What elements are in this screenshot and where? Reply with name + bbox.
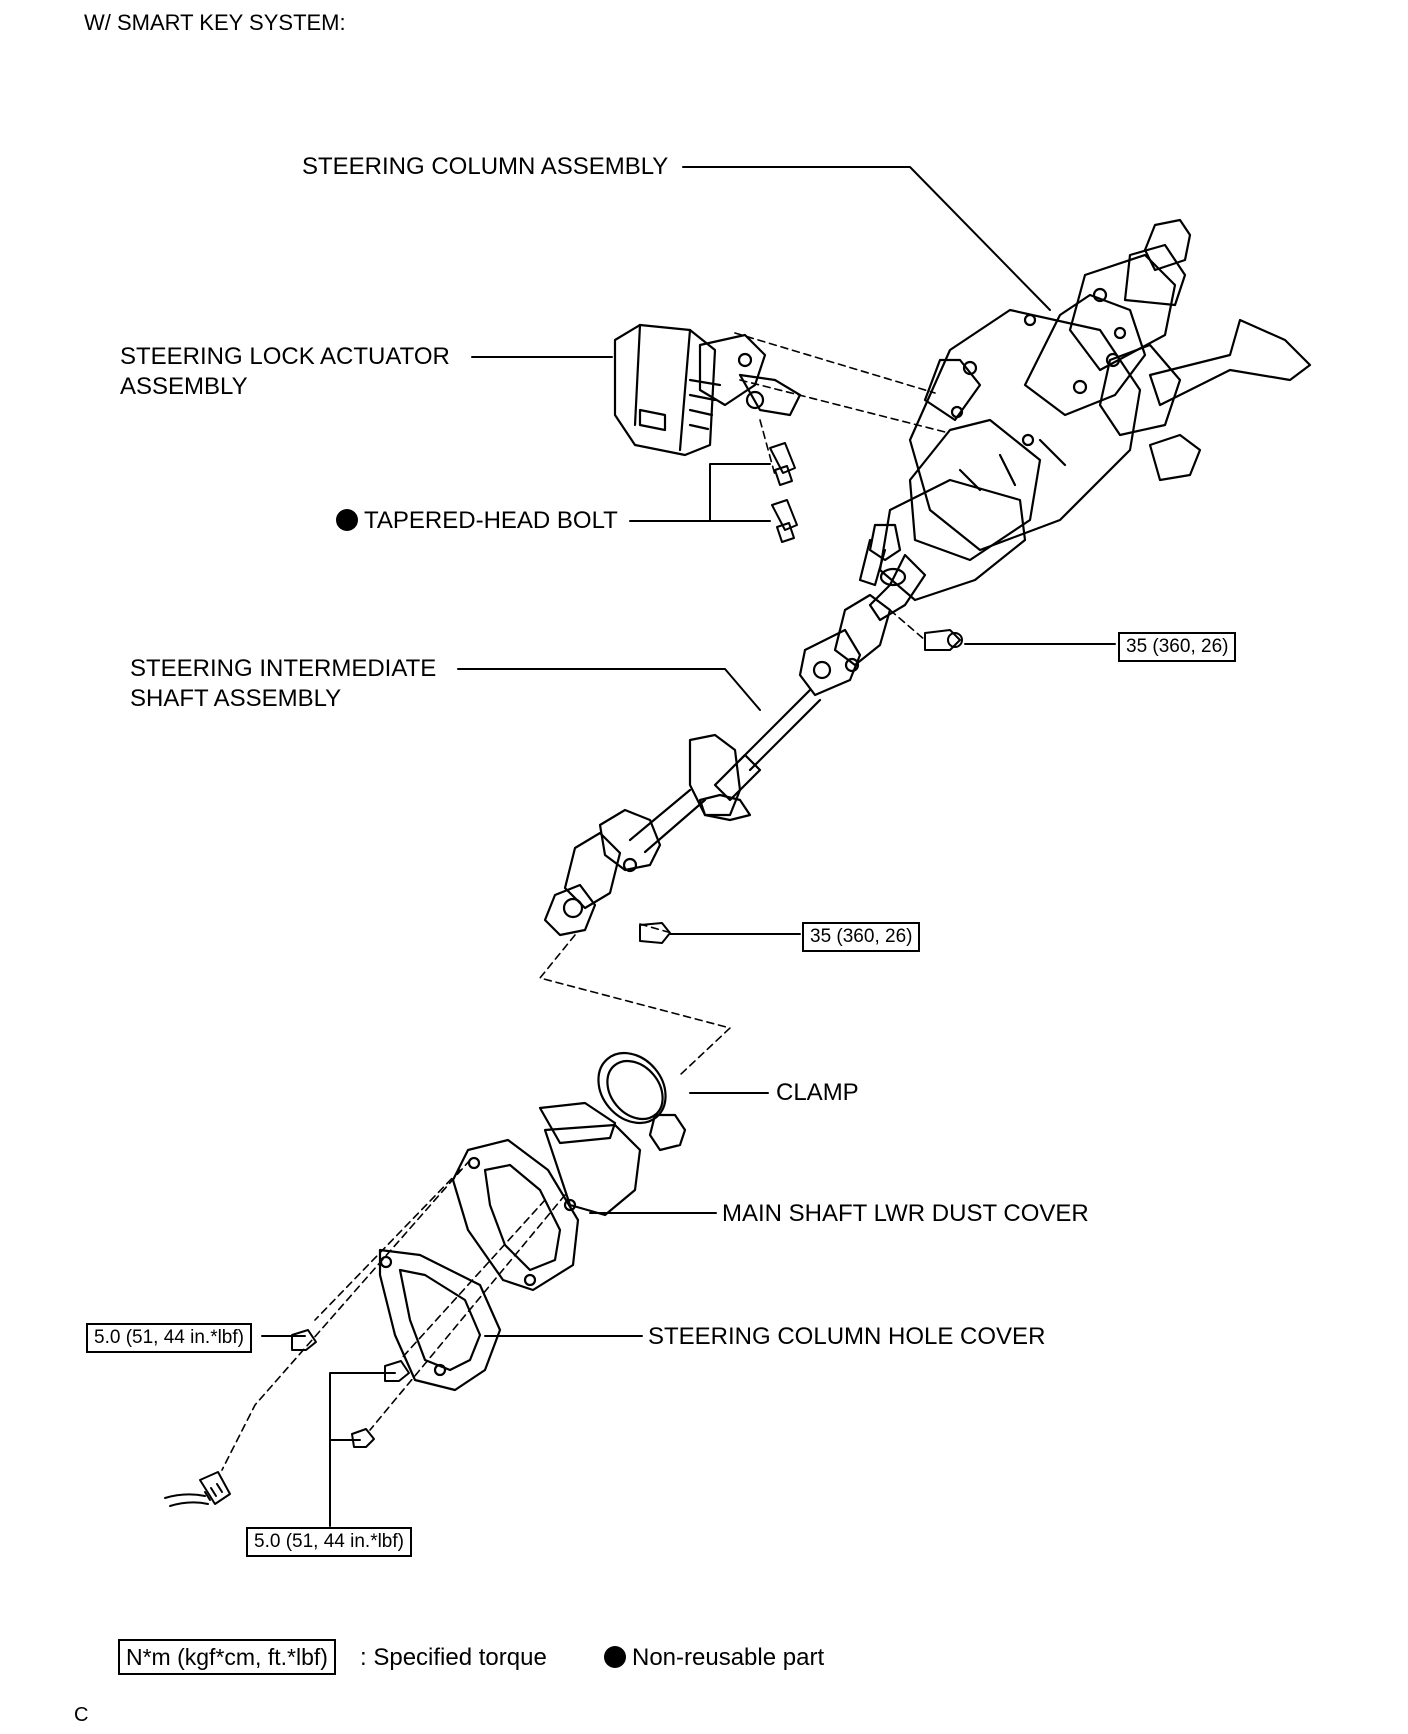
label-steering-column-hole-cover: STEERING COLUMN HOLE COVER xyxy=(648,1323,1046,1350)
torque-box-cover-left: 5.0 (51, 44 in.*lbf) xyxy=(86,1323,252,1353)
leader-steering-column xyxy=(682,166,1051,311)
column-stud xyxy=(164,1471,231,1507)
label-intermediate-line2: SHAFT ASSEMBLY xyxy=(130,685,342,712)
legend-torque-box: N*m (kgf*cm, ft.*lbf) xyxy=(118,1639,336,1675)
label-lock-actuator-line2: ASSEMBLY xyxy=(120,373,248,400)
steering-column-assembly xyxy=(858,218,1312,622)
dashed-alignment-lines xyxy=(221,332,946,1471)
clamp xyxy=(597,1051,687,1152)
leader-lines xyxy=(261,166,1116,1527)
torque-box-cover-bottom: 5.0 (51, 44 in.*lbf) xyxy=(246,1527,412,1557)
leader-torque-bottom xyxy=(329,1372,396,1527)
bolt-upper-joint xyxy=(924,629,963,651)
label-main-shaft-lwr-dust-cover: MAIN SHAFT LWR DUST COVER xyxy=(722,1200,1089,1227)
footer-code: C xyxy=(74,1704,89,1726)
non-reusable-dot-icon xyxy=(336,509,358,531)
page-title: W/ SMART KEY SYSTEM: xyxy=(84,10,346,35)
hole-cover-bolts xyxy=(291,1329,410,1448)
tapered-head-bolts xyxy=(769,442,798,543)
legend-torque-text: : Specified torque xyxy=(360,1644,547,1671)
label-intermediate-line1: STEERING INTERMEDIATE xyxy=(130,655,437,682)
label-tapered-head-bolt-text: TAPERED-HEAD BOLT xyxy=(364,507,618,534)
legend-non-reusable: Non-reusable part xyxy=(604,1643,824,1673)
legend-non-reusable-text: Non-reusable part xyxy=(632,1644,825,1671)
label-tapered-head-bolt: TAPERED-HEAD BOLT xyxy=(336,506,618,536)
leader-tapered-bolt xyxy=(629,463,771,522)
steering-lock-actuator xyxy=(613,323,802,457)
bolt-lower-joint xyxy=(639,922,671,944)
legend-dot-icon xyxy=(604,1646,626,1668)
leader-intermediate xyxy=(457,668,761,711)
label-lock-actuator-line1: STEERING LOCK ACTUATOR xyxy=(120,343,450,370)
torque-box-upper-joint: 35 (360, 26) xyxy=(1118,632,1237,662)
label-steering-column-assembly: STEERING COLUMN ASSEMBLY xyxy=(302,153,669,180)
main-shaft-lwr-dust-cover xyxy=(451,1101,642,1292)
label-clamp: CLAMP xyxy=(776,1079,859,1106)
steering-column-hole-cover xyxy=(378,1248,502,1392)
steering-intermediate-shaft xyxy=(543,593,892,937)
torque-box-lower-joint: 35 (360, 26) xyxy=(802,922,921,952)
